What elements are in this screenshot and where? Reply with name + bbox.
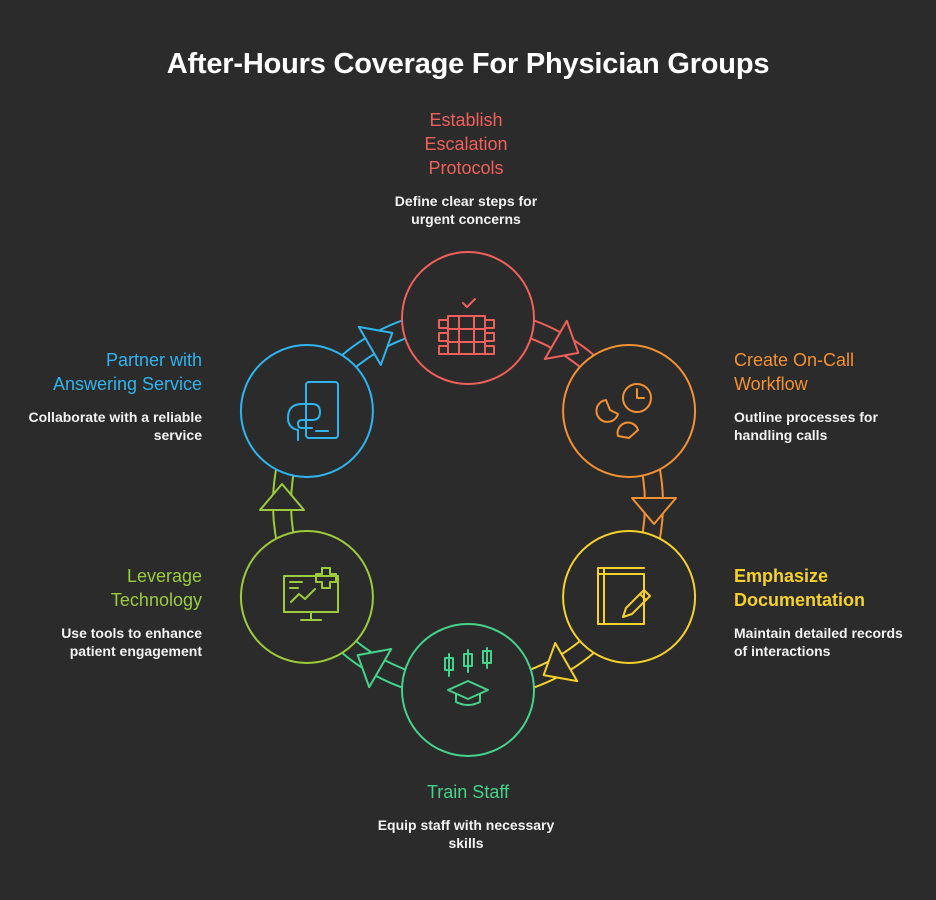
step-description-answering: Collaborate with a reliable service: [28, 409, 203, 443]
step-label-workflow: Create On-Call Workflow: [734, 350, 855, 394]
step-description-technology: Use tools to enhance patient engagement: [61, 625, 202, 659]
server-checklist-icon: [438, 298, 495, 355]
step-node-documentation: [562, 530, 697, 664]
step-label-documentation: Emphasize Documentation: [734, 566, 866, 610]
step-description-documentation: Maintain detailed records of interaction…: [734, 625, 903, 659]
step-label-technology: Leverage Technology: [110, 566, 202, 610]
step-label-training: Train Staff: [426, 782, 510, 802]
clock-pie-icon: [595, 383, 652, 439]
phone-hand-icon: [287, 381, 339, 441]
monitor-plus-icon: [283, 567, 339, 621]
step-label-escalation: Establish Escalation Protocols: [424, 110, 508, 178]
graduation-chart-icon: [444, 647, 492, 706]
step-node-training: [401, 623, 535, 757]
page-title: After-Hours Coverage For Physician Group…: [166, 48, 770, 80]
step-node-workflow: [562, 344, 697, 478]
step-node-escalation: [401, 251, 535, 385]
step-description-escalation: Define clear steps for urgent concerns: [394, 193, 538, 227]
step-description-training: Equip staff with necessary skills: [377, 817, 555, 851]
step-description-workflow: Outline processes for handling calls: [734, 409, 878, 443]
notebook-pencil-icon: [597, 567, 651, 625]
step-label-answering: Partner with Answering Service: [52, 350, 202, 394]
